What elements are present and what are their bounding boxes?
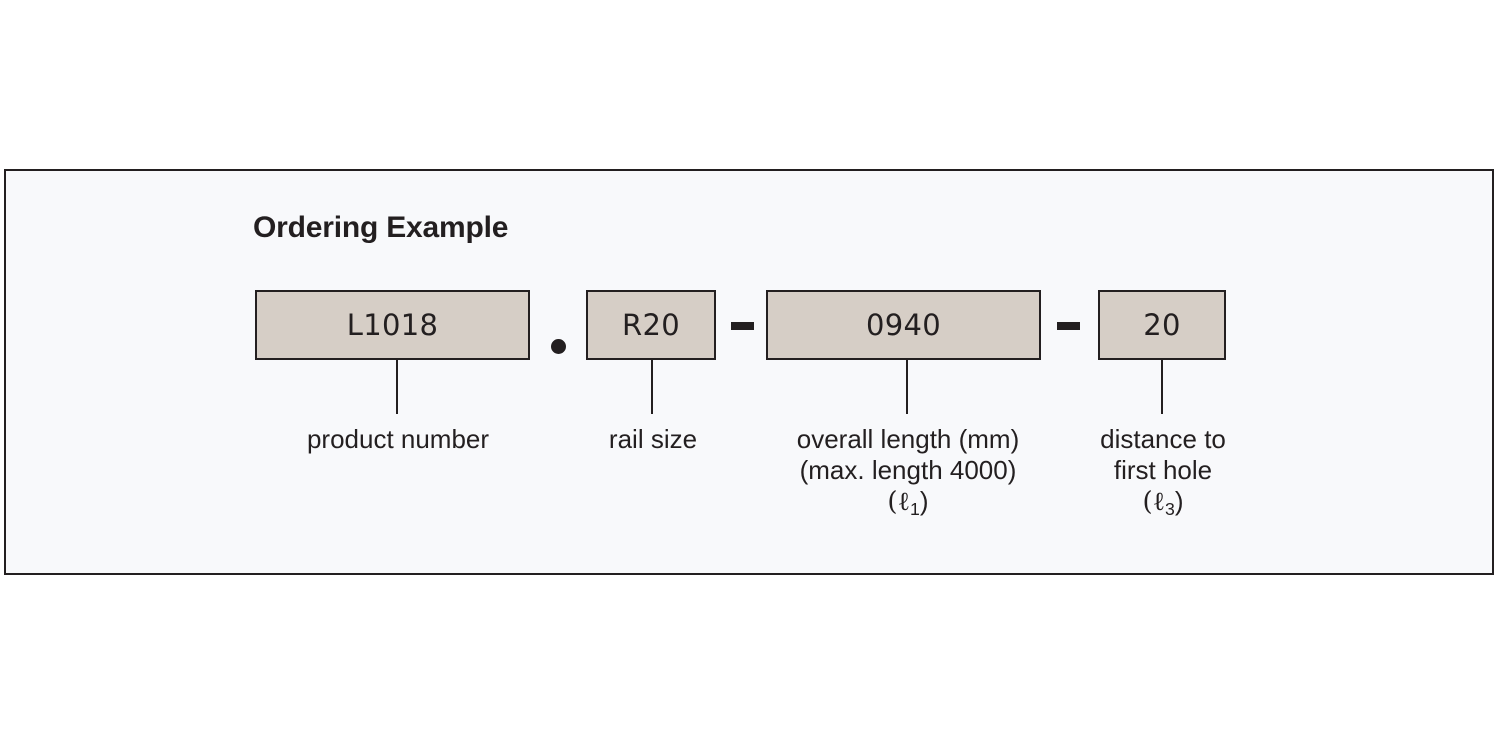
caption-line: first hole	[1113, 455, 1213, 485]
code-box-overall-length: 0940	[766, 290, 1041, 360]
symbol-subscript: 3	[1165, 498, 1175, 519]
caption-rail-size: rail size	[609, 424, 697, 455]
caption-overall-length: overall length (mm) (max. length 4000) (…	[797, 424, 1020, 520]
caption-symbol-l3: (ℓ3)	[1100, 486, 1226, 520]
symbol-open-paren-ell: (ℓ	[1142, 487, 1166, 517]
code-box-rail-size: R20	[586, 290, 716, 360]
symbol-close-paren: )	[1174, 486, 1184, 516]
leader-line-distance-first-hole	[1161, 360, 1163, 414]
symbol-close-paren: )	[919, 486, 929, 516]
caption-distance-first-hole: distance to first hole (ℓ3)	[1100, 424, 1226, 520]
symbol-open-paren-ell: (ℓ	[887, 487, 911, 517]
page-title: Ordering Example	[253, 211, 509, 244]
caption-line: overall length (mm)	[796, 424, 1020, 454]
caption-symbol-l1: (ℓ1)	[797, 486, 1020, 520]
caption-product-number: product number	[307, 424, 489, 455]
caption-line: (max. length 4000)	[799, 455, 1017, 485]
symbol-subscript: 1	[910, 498, 920, 519]
separator-dot-icon	[551, 339, 566, 354]
caption-line: product number	[306, 424, 490, 454]
separator-dash-icon	[731, 322, 754, 330]
caption-line: distance to	[1100, 424, 1226, 454]
leader-line-product-number	[396, 360, 398, 414]
diagram-panel	[4, 169, 1494, 575]
code-box-product-number: L1018	[255, 290, 530, 360]
separator-dash-icon	[1057, 322, 1080, 330]
code-box-distance-first-hole: 20	[1098, 290, 1226, 360]
leader-line-rail-size	[651, 360, 653, 414]
leader-line-overall-length	[906, 360, 908, 414]
caption-line: rail size	[608, 424, 698, 454]
